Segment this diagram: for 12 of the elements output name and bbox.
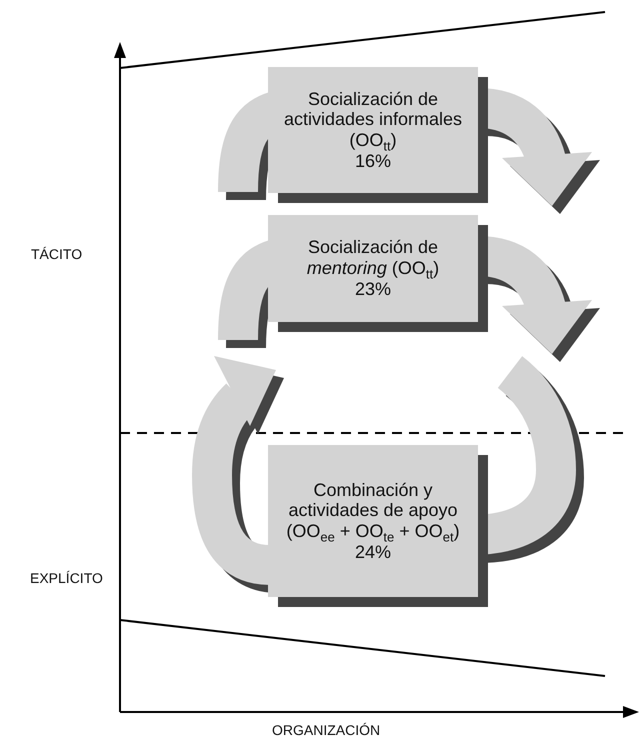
percentage-value: 24% bbox=[354, 542, 392, 562]
axis-label: TÁCITO bbox=[31, 246, 82, 262]
box-text: Socialización de actividades informales (OO$_{tt}$) bbox=[282, 88, 464, 151]
axis-label: ORGANIZACIÓN bbox=[272, 722, 380, 738]
box-text: Socialización de mentoring (OO$_{tt}$) bbox=[306, 237, 440, 279]
percentage-value: 23% bbox=[354, 278, 392, 300]
process-box bbox=[268, 445, 478, 597]
axis-label: EXPLÍCITO bbox=[30, 570, 103, 586]
percentage-value: 16% bbox=[354, 150, 392, 172]
process-box bbox=[268, 67, 478, 193]
process-box bbox=[268, 215, 478, 322]
box-text: Combinación y actividades de apoyo (OO$_{ee}$ + OO$_{te}$ + OO$_{et}$) bbox=[285, 480, 461, 542]
